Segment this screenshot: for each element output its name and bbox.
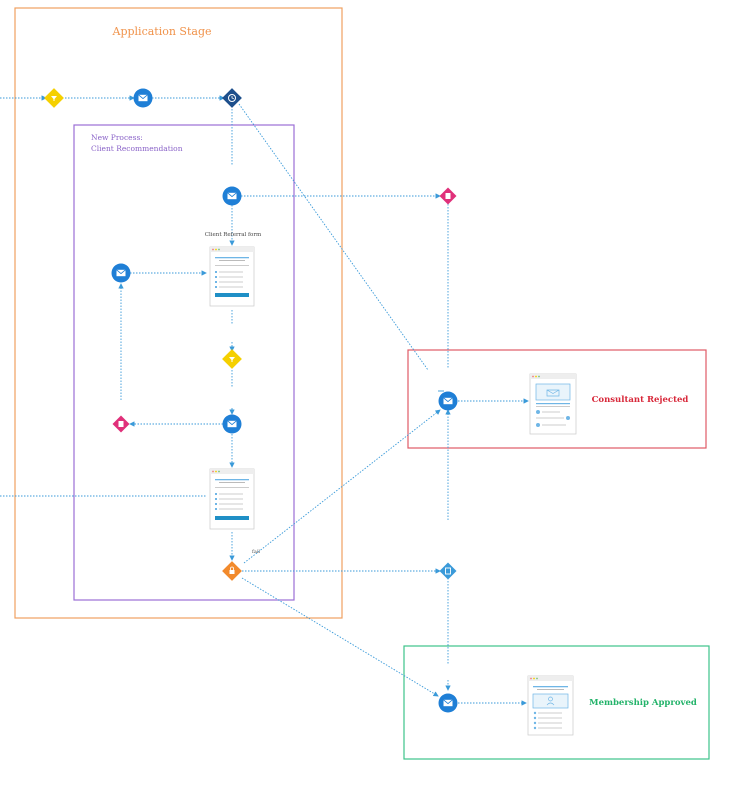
filter-icon[interactable] xyxy=(44,88,64,108)
subprocess-box xyxy=(73,124,295,601)
referral-form-caption: Client Referral form xyxy=(205,232,262,238)
lock-icon[interactable] xyxy=(222,561,242,581)
connector xyxy=(243,409,441,564)
membership-approved-title: Membership Approved xyxy=(589,698,697,708)
consultant-rejected-box xyxy=(407,349,707,449)
membership-approved-box xyxy=(403,645,710,760)
subprocess-title-line1: New Process: xyxy=(91,133,143,142)
application-stage-box xyxy=(14,7,343,619)
tag-icon[interactable] xyxy=(439,187,457,205)
form-page-icon[interactable] xyxy=(529,373,577,435)
envelope-icon[interactable] xyxy=(222,414,242,434)
envelope-icon[interactable] xyxy=(222,186,242,206)
connector xyxy=(241,577,439,697)
form-page-icon[interactable] xyxy=(209,468,255,530)
envelope-icon[interactable] xyxy=(438,391,458,411)
form-page-icon[interactable] xyxy=(527,675,574,736)
envelope-icon[interactable] xyxy=(133,88,153,108)
tag-icon[interactable] xyxy=(112,415,130,433)
split-icon[interactable] xyxy=(439,562,457,580)
application-stage-title: Application Stage xyxy=(112,25,212,38)
filter-icon[interactable] xyxy=(222,349,242,369)
form-page-icon[interactable] xyxy=(209,246,255,307)
envelope-icon[interactable] xyxy=(438,693,458,713)
consultant-rejected-title: Consultant Rejected xyxy=(592,395,689,405)
envelope-icon[interactable] xyxy=(111,263,131,283)
subprocess-title-line2: Client Recommendation xyxy=(91,144,183,153)
clock-icon[interactable] xyxy=(222,88,242,108)
fail-edge-label: fail xyxy=(252,549,260,555)
connector xyxy=(238,103,429,371)
